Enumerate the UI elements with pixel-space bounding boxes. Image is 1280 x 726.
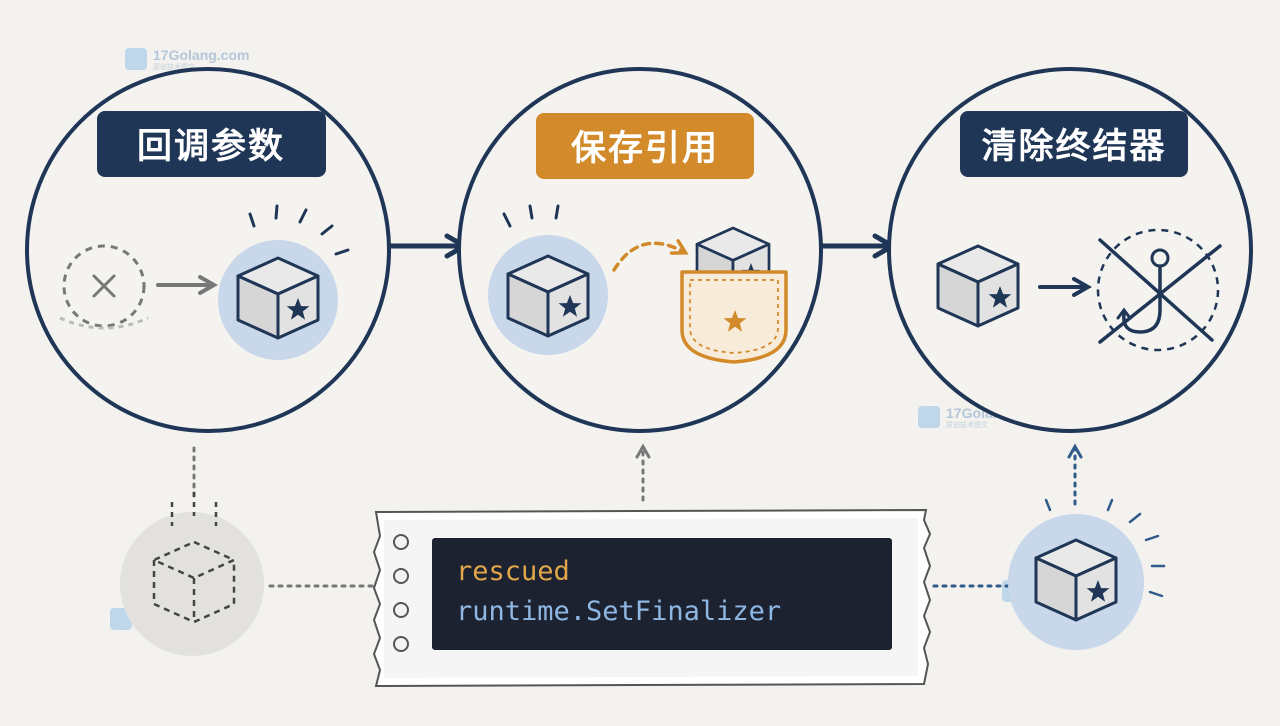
- code-panel: rescued runtime.SetFinalizer: [372, 508, 932, 688]
- step-2-title: 保存引用: [571, 129, 719, 169]
- step-1-badge: [97, 111, 326, 177]
- step-1-title: 回调参数: [137, 127, 285, 167]
- code-line-rescued: rescued: [456, 556, 570, 587]
- step-2-badge: [536, 113, 754, 179]
- dashed-curved-arrow-icon: [612, 239, 689, 272]
- step-1-circle: 回调参数: [25, 67, 391, 433]
- step-3-title: 清除终结器: [981, 127, 1166, 167]
- cube-star-icon: [1008, 498, 1166, 650]
- dashed-x-circle-icon: [59, 244, 149, 330]
- crossed-out-hook-icon: [1096, 228, 1222, 352]
- dashed-cube-icon: [120, 492, 264, 656]
- pocket-with-cube-icon: [680, 226, 788, 364]
- step-3-badge: [960, 111, 1188, 177]
- cube-star-icon: [218, 204, 350, 360]
- watermark: [125, 47, 250, 71]
- step-3-circle: 清除终结器: [887, 67, 1253, 433]
- cube-star-icon: [936, 244, 1020, 328]
- cube-star-icon: [488, 204, 608, 355]
- code-line-setfinalizer: runtime.SetFinalizer: [456, 596, 781, 627]
- step-2-circle: 保存引用: [457, 67, 823, 433]
